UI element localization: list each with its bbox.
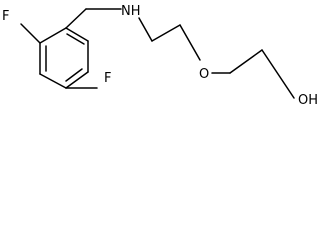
ch2-o-bond xyxy=(179,24,201,61)
c-f-bond-top xyxy=(20,23,41,44)
ring-double-bond xyxy=(65,68,83,82)
ethylene-bond-1 xyxy=(151,24,181,42)
ch2-oh-bond xyxy=(261,49,295,99)
ring-bond xyxy=(39,73,67,89)
ring-bond xyxy=(65,71,89,89)
ring-bond xyxy=(39,27,67,44)
amine-label: NH xyxy=(121,4,141,19)
benzyl-ch2-bond xyxy=(65,8,87,29)
ether-oxygen-label: O xyxy=(199,67,209,82)
benzene-ring xyxy=(39,27,89,89)
fluorine-top-label: F xyxy=(2,9,9,24)
chemical-structure: F F NH O OH xyxy=(2,4,318,108)
hydroxyl-label: OH xyxy=(298,93,318,108)
ring-double-bond xyxy=(66,33,85,45)
ring-bond xyxy=(65,27,89,42)
n-ch2-bond xyxy=(138,17,153,42)
ethylene-bond-2 xyxy=(229,49,263,74)
fluorine-bottom-label: F xyxy=(104,71,111,86)
